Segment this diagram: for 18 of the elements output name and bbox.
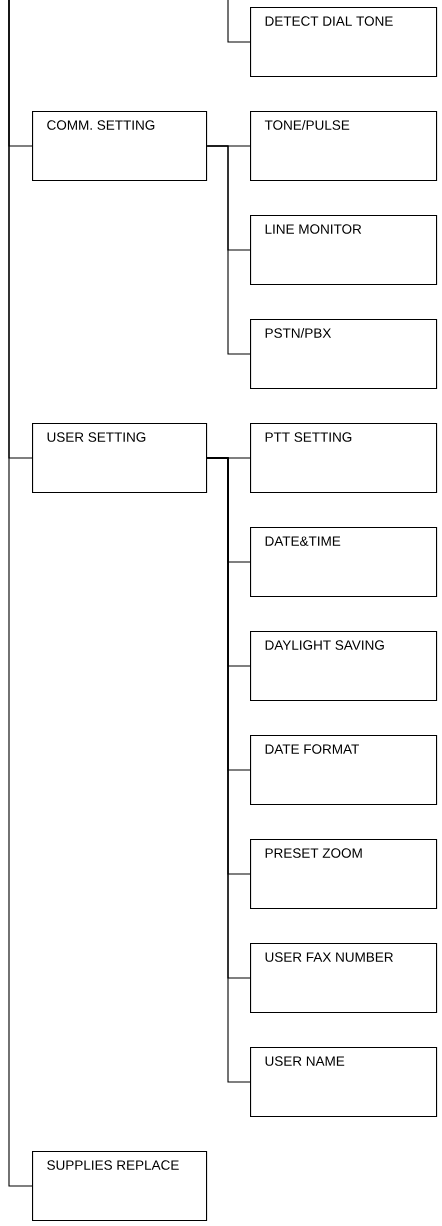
menu-box: PRESET ZOOM (250, 839, 438, 910)
connector-line (206, 145, 251, 355)
menu-box: TONE/PULSE (250, 111, 438, 182)
menu-box: SUPPLIES REPLACE (32, 1151, 208, 1222)
menu-box: DATE&TIME (250, 527, 438, 598)
connector-line (206, 457, 251, 1083)
menu-box: PTT SETTING (250, 423, 438, 494)
menu-box: DATE FORMAT (250, 735, 438, 806)
connector-line (8, 0, 33, 1187)
connector-line (227, 0, 251, 43)
menu-box: DAYLIGHT SAVING (250, 631, 438, 702)
menu-box: USER NAME (250, 1047, 438, 1118)
menu-box: PSTN/PBX (250, 319, 438, 390)
menu-box: DETECT DIAL TONE (250, 7, 438, 78)
menu-box: USER FAX NUMBER (250, 943, 438, 1014)
menu-box: USER SETTING (32, 423, 208, 494)
menu-box: COMM. SETTING (32, 111, 208, 182)
menu-box: LINE MONITOR (250, 215, 438, 286)
